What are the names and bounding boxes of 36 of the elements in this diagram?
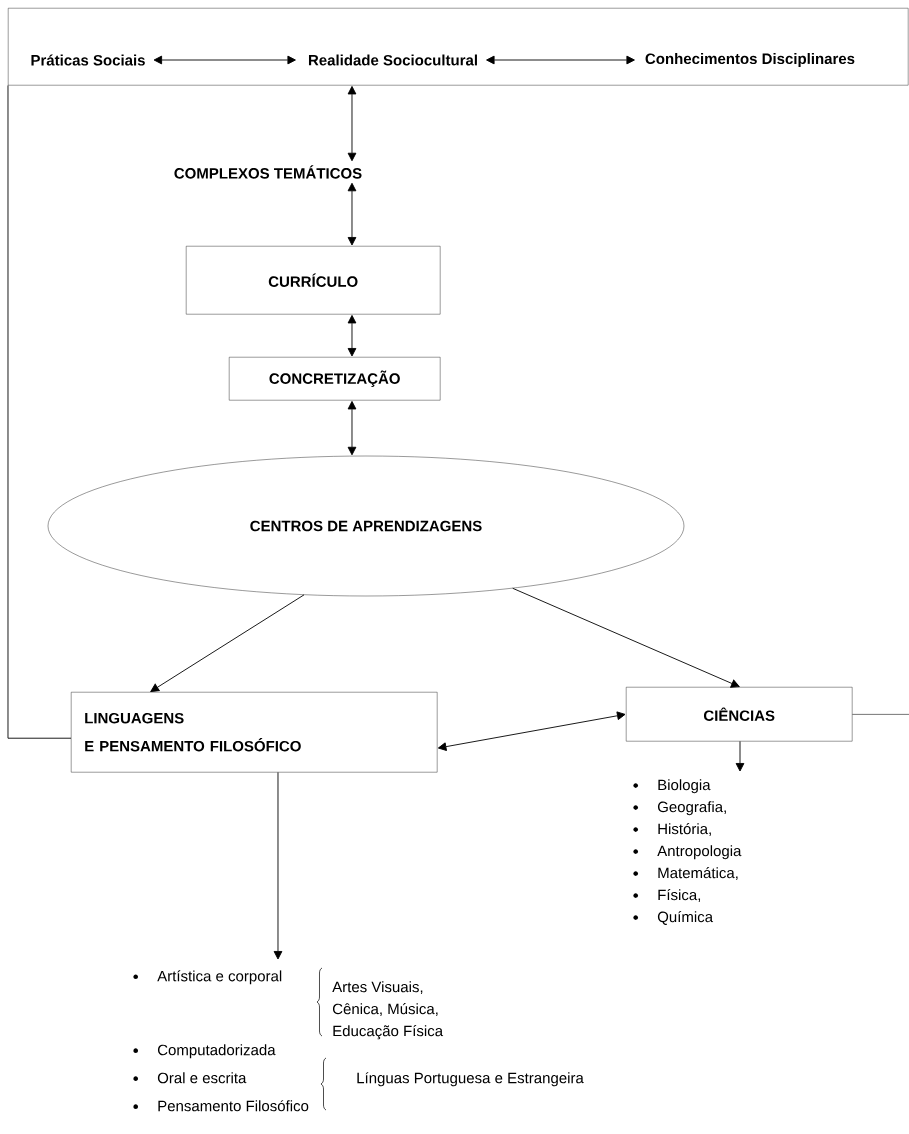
arrow (347, 182, 357, 246)
bullet-list: Artística e corporal Artes Visuais, Cênica, Música, Educação Física Computadorizada Oral e escrita Línguas Portuguesa e Estrangeira Pensamento Filosófico (133, 970, 584, 1112)
band-label: Conhecimentos Disciplinares (645, 53, 855, 67)
arrow (347, 314, 357, 357)
arrow (153, 55, 296, 65)
arrow (486, 55, 635, 65)
node-label: Computadorizada (157, 1044, 276, 1059)
node-label: Artística e corporal (157, 970, 282, 985)
arrow (347, 85, 357, 162)
arrow (347, 400, 357, 456)
process-box: CONCRETIZAÇÃO (229, 357, 441, 401)
node-label: Matemática, (658, 867, 738, 880)
header-band (8, 8, 909, 86)
bullet-list: Biologia Geografia, História, Antropologia Matemática, Física, Química (633, 779, 742, 925)
node-label: Pensamento Filosófico (158, 1100, 309, 1112)
arrow (150, 594, 305, 692)
node-label: Física, (658, 889, 701, 902)
process-box: CURRÍCULO (186, 246, 441, 315)
process-box: CIÊNCIAS (626, 687, 853, 742)
node-label: Línguas Portuguesa e Estrangeira (357, 1072, 584, 1087)
node-label: Artes Visuais, Cênica, Música, Educação Física (332, 981, 444, 1040)
arrow (512, 587, 740, 688)
arrow (735, 740, 745, 772)
node-label: História, (658, 823, 711, 836)
process-box: LINGUAGENS E PENSAMENTO FILOSÓFICO (71, 692, 438, 773)
arrow (273, 771, 283, 960)
band-label: Realidade Sociocultural (309, 54, 477, 66)
node-label: Geografia, (657, 801, 726, 816)
arrow (437, 711, 626, 751)
band-label: Práticas Sociais (31, 54, 145, 66)
node-label: Antropologia (657, 845, 742, 860)
theme-label: COMPLEXOS TEMÁTICOS (174, 165, 362, 179)
node-label: Oral e escrita (157, 1072, 247, 1084)
connector-line (7, 84, 72, 739)
node-label: Biologia (658, 779, 711, 794)
node-label: Química (657, 911, 714, 925)
